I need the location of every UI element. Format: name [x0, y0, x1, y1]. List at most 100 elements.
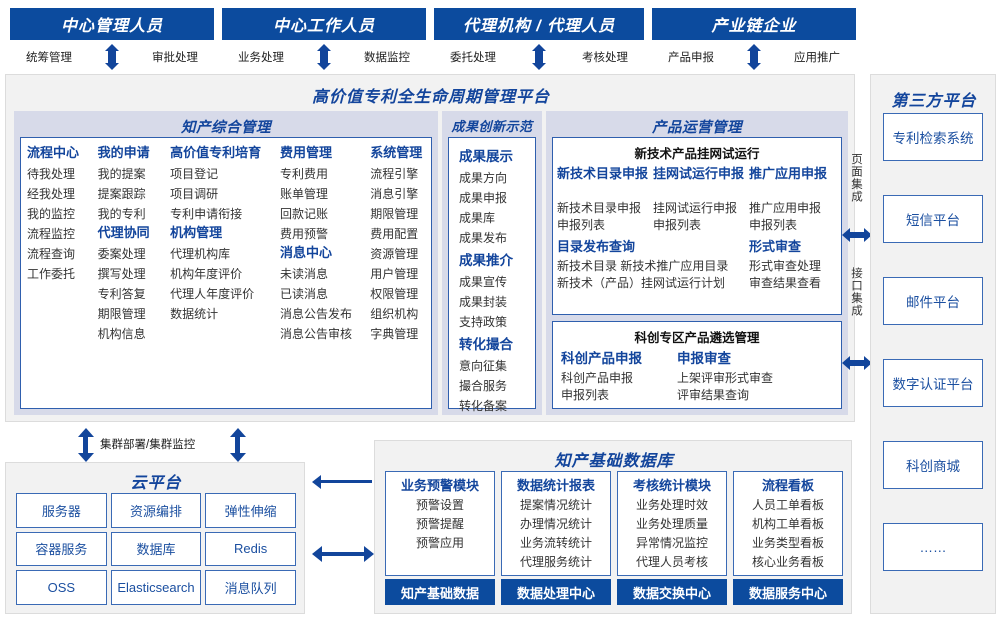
menu-item[interactable]: 未读消息 — [280, 267, 329, 281]
menu-item[interactable]: 成果库 — [459, 211, 496, 225]
menu-item[interactable]: 专利费用 — [280, 167, 329, 181]
menu-item[interactable]: 成果宣传 — [459, 275, 508, 289]
menu-item[interactable]: 期限管理 — [97, 307, 146, 321]
database-item[interactable]: 业务处理质量 — [635, 517, 708, 531]
menu-item[interactable]: 转化备案 — [459, 399, 508, 413]
menu-item[interactable]: 新技术（产品）挂网试运行计划 — [557, 276, 726, 290]
menu-item[interactable]: 经我处理 — [27, 187, 76, 201]
menu-item[interactable]: 意向征集 — [459, 359, 508, 373]
database-item[interactable]: 业务类型看板 — [751, 536, 824, 550]
menu-item[interactable]: 委案处理 — [97, 247, 146, 261]
menu-item[interactable]: 已读消息 — [280, 287, 329, 301]
menu-item[interactable]: 账单管理 — [280, 187, 329, 201]
cloud-cell-5[interactable]: Redis — [205, 531, 296, 567]
menu-item[interactable]: 流程查询 — [27, 247, 76, 261]
menu-item[interactable]: 项目调研 — [170, 187, 219, 201]
third-party-item-2[interactable]: 邮件平台 — [883, 277, 983, 325]
database-item[interactable]: 办理情况统计 — [519, 517, 592, 531]
menu-item[interactable]: 挂网试运行申报 — [653, 201, 738, 215]
menu-item[interactable]: 回款记账 — [280, 207, 329, 221]
menu-item[interactable]: 消息公告审核 — [280, 327, 353, 341]
menu-item[interactable]: 形式审查处理 — [749, 259, 822, 273]
menu-item[interactable]: 我的专利 — [97, 207, 146, 221]
menu-item[interactable]: 代理机构库 — [170, 247, 231, 261]
menu-item[interactable]: 费用预警 — [280, 227, 329, 241]
menu-item[interactable]: 资源管理 — [370, 247, 419, 261]
menu-item[interactable]: 撮合服务 — [459, 379, 508, 393]
menu-item[interactable]: 评审结果查询 — [677, 388, 750, 402]
menu-item[interactable]: 机构信息 — [97, 327, 146, 341]
database-item[interactable]: 业务处理时效 — [635, 498, 708, 512]
third-party-item-3[interactable]: 数字认证平台 — [883, 359, 983, 407]
menu-item[interactable]: 消息引擎 — [370, 187, 419, 201]
database-item[interactable]: 代理人员考核 — [635, 555, 708, 569]
database-item[interactable]: 提案情况统计 — [519, 498, 592, 512]
cloud-cell-8[interactable]: 消息队列 — [205, 570, 296, 605]
menu-item[interactable]: 工作委托 — [27, 267, 76, 281]
menu-item[interactable]: 专利答复 — [97, 287, 146, 301]
database-column-footer[interactable]: 数据处理中心 — [501, 579, 611, 605]
menu-item[interactable]: 费用配置 — [370, 227, 419, 241]
menu-item[interactable]: 新技术目录 新技术推广应用目录 — [557, 259, 729, 273]
cloud-cell-3[interactable]: 容器服务 — [16, 531, 107, 567]
database-column-footer[interactable]: 知产基础数据 — [385, 579, 495, 605]
menu-item[interactable]: 成果方向 — [459, 171, 508, 185]
menu-item[interactable]: 权限管理 — [370, 287, 419, 301]
database-item[interactable]: 核心业务看板 — [751, 555, 824, 569]
third-party-item-0[interactable]: 专利检索系统 — [883, 113, 983, 161]
menu-item[interactable]: 提案跟踪 — [97, 187, 146, 201]
third-party-item-5[interactable]: …… — [883, 523, 983, 571]
cloud-cell-4[interactable]: 数据库 — [110, 531, 202, 567]
menu-item[interactable]: 项目登记 — [170, 167, 219, 181]
menu-item[interactable]: 消息公告发布 — [280, 307, 353, 321]
menu-item[interactable]: 新技术目录申报 — [557, 201, 642, 215]
menu-item[interactable]: 上架评审形式审查 — [677, 371, 774, 385]
database-item[interactable]: 人员工单看板 — [751, 498, 824, 512]
database-item[interactable]: 异常情况监控 — [635, 536, 708, 550]
menu-item[interactable]: 申报列表 — [653, 218, 702, 232]
actor-bar-0[interactable]: 中心管理人员 — [10, 8, 214, 40]
database-column-footer[interactable]: 数据交换中心 — [617, 579, 727, 605]
menu-item[interactable]: 用户管理 — [370, 267, 419, 281]
menu-item[interactable]: 代理人年度评价 — [170, 287, 255, 301]
menu-item[interactable]: 申报列表 — [557, 218, 606, 232]
cloud-cell-6[interactable]: OSS — [16, 570, 107, 605]
menu-item[interactable]: 机构年度评价 — [170, 267, 243, 281]
menu-item[interactable]: 推广应用申报 — [749, 201, 822, 215]
menu-item[interactable]: 期限管理 — [370, 207, 419, 221]
database-column-footer[interactable]: 数据服务中心 — [733, 579, 843, 605]
menu-item[interactable]: 流程引擎 — [370, 167, 419, 181]
menu-item[interactable]: 支持政策 — [459, 315, 508, 329]
database-item[interactable]: 预警应用 — [415, 536, 464, 550]
actor-bar-1[interactable]: 中心工作人员 — [222, 8, 426, 40]
menu-item[interactable]: 数据统计 — [170, 307, 219, 321]
menu-item[interactable]: 组织机构 — [370, 307, 419, 321]
menu-item[interactable]: 成果申报 — [459, 191, 508, 205]
third-party-item-1[interactable]: 短信平台 — [883, 195, 983, 243]
database-item[interactable]: 代理服务统计 — [519, 555, 592, 569]
menu-item[interactable]: 成果发布 — [459, 231, 508, 245]
database-item[interactable]: 预警提醒 — [415, 517, 464, 531]
menu-item[interactable]: 撰写处理 — [97, 267, 146, 281]
menu-item[interactable]: 申报列表 — [749, 218, 798, 232]
menu-item[interactable]: 专利申请衔接 — [170, 207, 243, 221]
database-item[interactable]: 预警设置 — [415, 498, 464, 512]
menu-item[interactable]: 待我处理 — [27, 167, 76, 181]
actor-bar-3[interactable]: 产业链企业 — [652, 8, 856, 40]
menu-item[interactable]: 流程监控 — [27, 227, 76, 241]
actor-bar-2[interactable]: 代理机构 / 代理人员 — [434, 8, 644, 40]
database-item[interactable]: 机构工单看板 — [751, 517, 824, 531]
cloud-cell-1[interactable]: 资源编排 — [110, 493, 202, 528]
menu-item[interactable]: 我的监控 — [27, 207, 76, 221]
third-party-item-4[interactable]: 科创商城 — [883, 441, 983, 489]
menu-item[interactable]: 审查结果查看 — [749, 276, 822, 290]
cloud-cell-0[interactable]: 服务器 — [16, 493, 107, 528]
cloud-cell-7[interactable]: Elasticsearch — [110, 570, 202, 605]
menu-item[interactable]: 科创产品申报 — [561, 371, 634, 385]
database-item[interactable]: 业务流转统计 — [519, 536, 592, 550]
cloud-cell-2[interactable]: 弹性伸缩 — [205, 493, 296, 528]
menu-item[interactable]: 申报列表 — [561, 388, 610, 402]
menu-item[interactable]: 成果封装 — [459, 295, 508, 309]
menu-item[interactable]: 字典管理 — [370, 327, 419, 341]
menu-item[interactable]: 我的提案 — [97, 167, 146, 181]
